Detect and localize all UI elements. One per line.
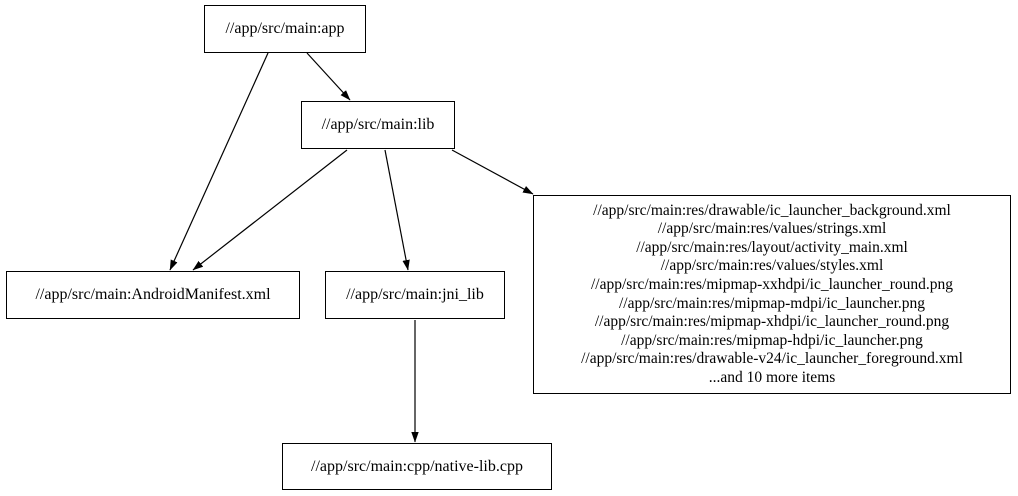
node-jni-lib-label: //app/src/main:jni_lib (346, 286, 484, 304)
node-android-manifest-label: //app/src/main:AndroidManifest.xml (35, 286, 271, 304)
node-android-manifest: //app/src/main:AndroidManifest.xml (6, 271, 300, 319)
edge-lib-to-android-manifest (192, 149, 348, 271)
node-lib: //app/src/main:lib (301, 101, 455, 149)
node-native-lib-label: //app/src/main:cpp/native-lib.cpp (311, 457, 523, 475)
node-res-group: //app/src/main:res/drawable/ic_launcher_… (533, 195, 1011, 394)
edge-app-to-android-manifest (169, 52, 269, 271)
node-app: //app/src/main:app (204, 5, 366, 53)
node-res-group-label: //app/src/main:res/drawable/ic_launcher_… (581, 201, 963, 386)
edge-app-to-lib (306, 52, 351, 101)
node-native-lib: //app/src/main:cpp/native-lib.cpp (282, 443, 552, 490)
node-app-label: //app/src/main:app (225, 20, 345, 38)
edge-lib-to-res-group (451, 149, 534, 195)
edge-lib-to-jni-lib (384, 149, 410, 271)
node-jni-lib: //app/src/main:jni_lib (325, 271, 505, 319)
node-lib-label: //app/src/main:lib (321, 116, 435, 134)
